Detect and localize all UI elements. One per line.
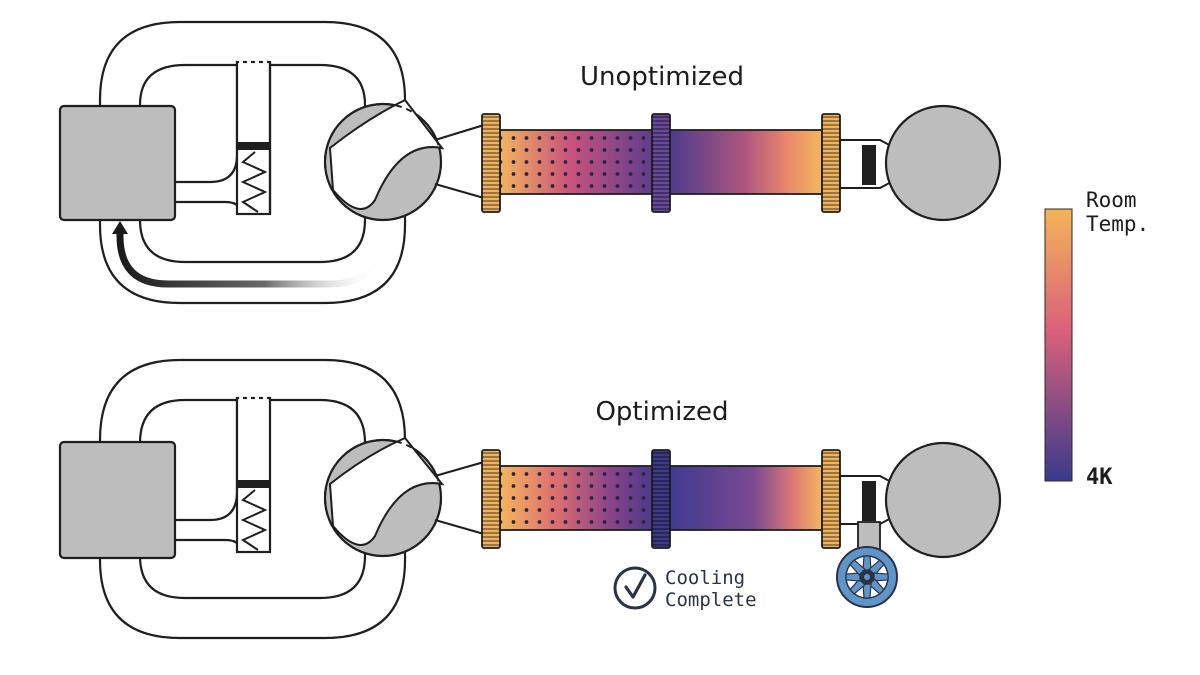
piston-cylinder bbox=[235, 60, 272, 216]
valve-wheel-icon[interactable] bbox=[836, 546, 898, 608]
legend-top-label-line1: Room bbox=[1086, 188, 1137, 212]
status-line-1: Cooling bbox=[665, 567, 745, 589]
supply-channel-inner bbox=[175, 200, 242, 213]
sample-chamber bbox=[884, 441, 1002, 559]
loop-tube-outer bbox=[98, 20, 407, 305]
temperature-legend: Room Temp. 4K bbox=[1044, 188, 1149, 490]
unoptimized-assembly bbox=[58, 20, 1002, 305]
piston-head bbox=[237, 142, 270, 150]
pipe-cold-segment bbox=[669, 129, 823, 195]
spring-icon bbox=[240, 489, 268, 551]
compressor-block bbox=[58, 440, 177, 560]
legend-top-label-line2: Temp. bbox=[1086, 212, 1149, 236]
rotary-valve-channel bbox=[328, 436, 445, 546]
check-circle-icon bbox=[613, 566, 657, 610]
status-line-2: Complete bbox=[665, 589, 757, 611]
return-flow-arrow bbox=[116, 231, 387, 288]
spring-icon bbox=[240, 151, 268, 213]
legend-gradient-bar bbox=[1044, 208, 1073, 482]
pipe-cold-segment bbox=[669, 465, 823, 531]
supply-channel bbox=[175, 398, 239, 522]
loop-tube-inner bbox=[138, 398, 367, 600]
rotary-valve-channel bbox=[328, 98, 445, 210]
compressor-block bbox=[58, 104, 177, 222]
title-optimized: Optimized bbox=[595, 397, 728, 427]
loop-tube-inner bbox=[138, 63, 367, 264]
cooling-status: Cooling Complete bbox=[613, 566, 757, 611]
optimized-assembly: Cooling Complete bbox=[58, 358, 1002, 640]
supply-channel bbox=[175, 62, 239, 184]
isolation-plug bbox=[862, 481, 876, 521]
sample-chamber bbox=[884, 104, 1002, 222]
piston-head bbox=[237, 480, 270, 488]
title-unoptimized: Unoptimized bbox=[580, 62, 744, 92]
isolation-plug bbox=[862, 145, 876, 185]
piston-cylinder bbox=[235, 396, 272, 554]
arrow-up-icon bbox=[112, 221, 128, 234]
legend-bottom-label: 4K bbox=[1086, 465, 1113, 490]
supply-channel-inner bbox=[175, 538, 242, 551]
